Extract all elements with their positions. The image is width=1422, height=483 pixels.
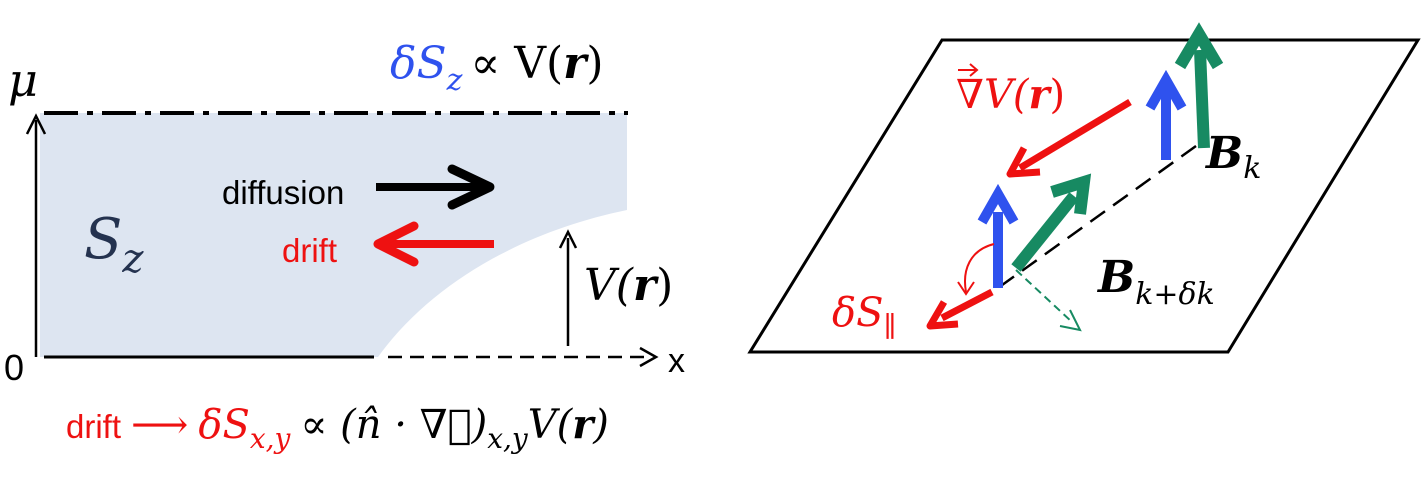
perp-dashed-arrow (1015, 269, 1073, 323)
top-formula: δSz∝ V(r) (390, 38, 604, 98)
right-panel: ∇V(r) Bk δS∥ Bk+δk (747, 22, 1421, 354)
bk-arrow-shaft (1194, 49, 1210, 149)
x-axis-arrowhead (639, 346, 659, 368)
spin-far-arrowhead (1145, 69, 1187, 111)
potential-label: V(r) (584, 260, 673, 311)
sz-region (40, 113, 627, 357)
origin-label: 0 (4, 347, 24, 388)
y-axis-label: μ (8, 53, 38, 107)
potential-arrowhead (558, 229, 578, 249)
bkdk-arrow-shaft (1011, 192, 1079, 272)
drift-arrowhead (373, 221, 419, 267)
diffusion-arrowhead (447, 164, 495, 210)
gradient-arrowhead (1006, 146, 1041, 178)
rotation-curved-arrowhead (957, 281, 975, 296)
x-axis-label: x (668, 342, 685, 380)
k-path-dashed (997, 144, 1197, 290)
spin-near-arrowhead (977, 183, 1019, 225)
diffusion-label: diffusion (222, 174, 344, 211)
left-panel: μ 0 x δSz∝ V(r) Sz diffusion drift V(r) … (4, 38, 685, 455)
bkdk-arrowhead (1050, 173, 1092, 215)
momentum-plane (747, 38, 1421, 354)
dspar-label: δS∥ (832, 290, 896, 343)
rotation-curved-arrow (964, 243, 995, 293)
dspar-arrow-shaft (940, 288, 994, 322)
sz-region-label: Sz (84, 207, 144, 282)
dspar-arrowhead (926, 300, 959, 330)
bottom-formula: drift⟶δSx,y∝ (n̂ · ∇⃗)x,yV(r) (66, 401, 609, 455)
gradient-vector-accent (958, 63, 979, 77)
bk-label: Bk (1204, 128, 1261, 186)
gradient-arrow-shaft (1018, 98, 1132, 172)
drift-label: drift (282, 232, 337, 269)
gradient-label: ∇V(r) (956, 71, 1065, 118)
perp-dashed-arrowhead (1059, 309, 1082, 332)
bk-arrowhead (1174, 22, 1224, 70)
y-axis-arrowhead (25, 113, 47, 135)
bkdk-label: Bk+δk (1096, 252, 1215, 312)
